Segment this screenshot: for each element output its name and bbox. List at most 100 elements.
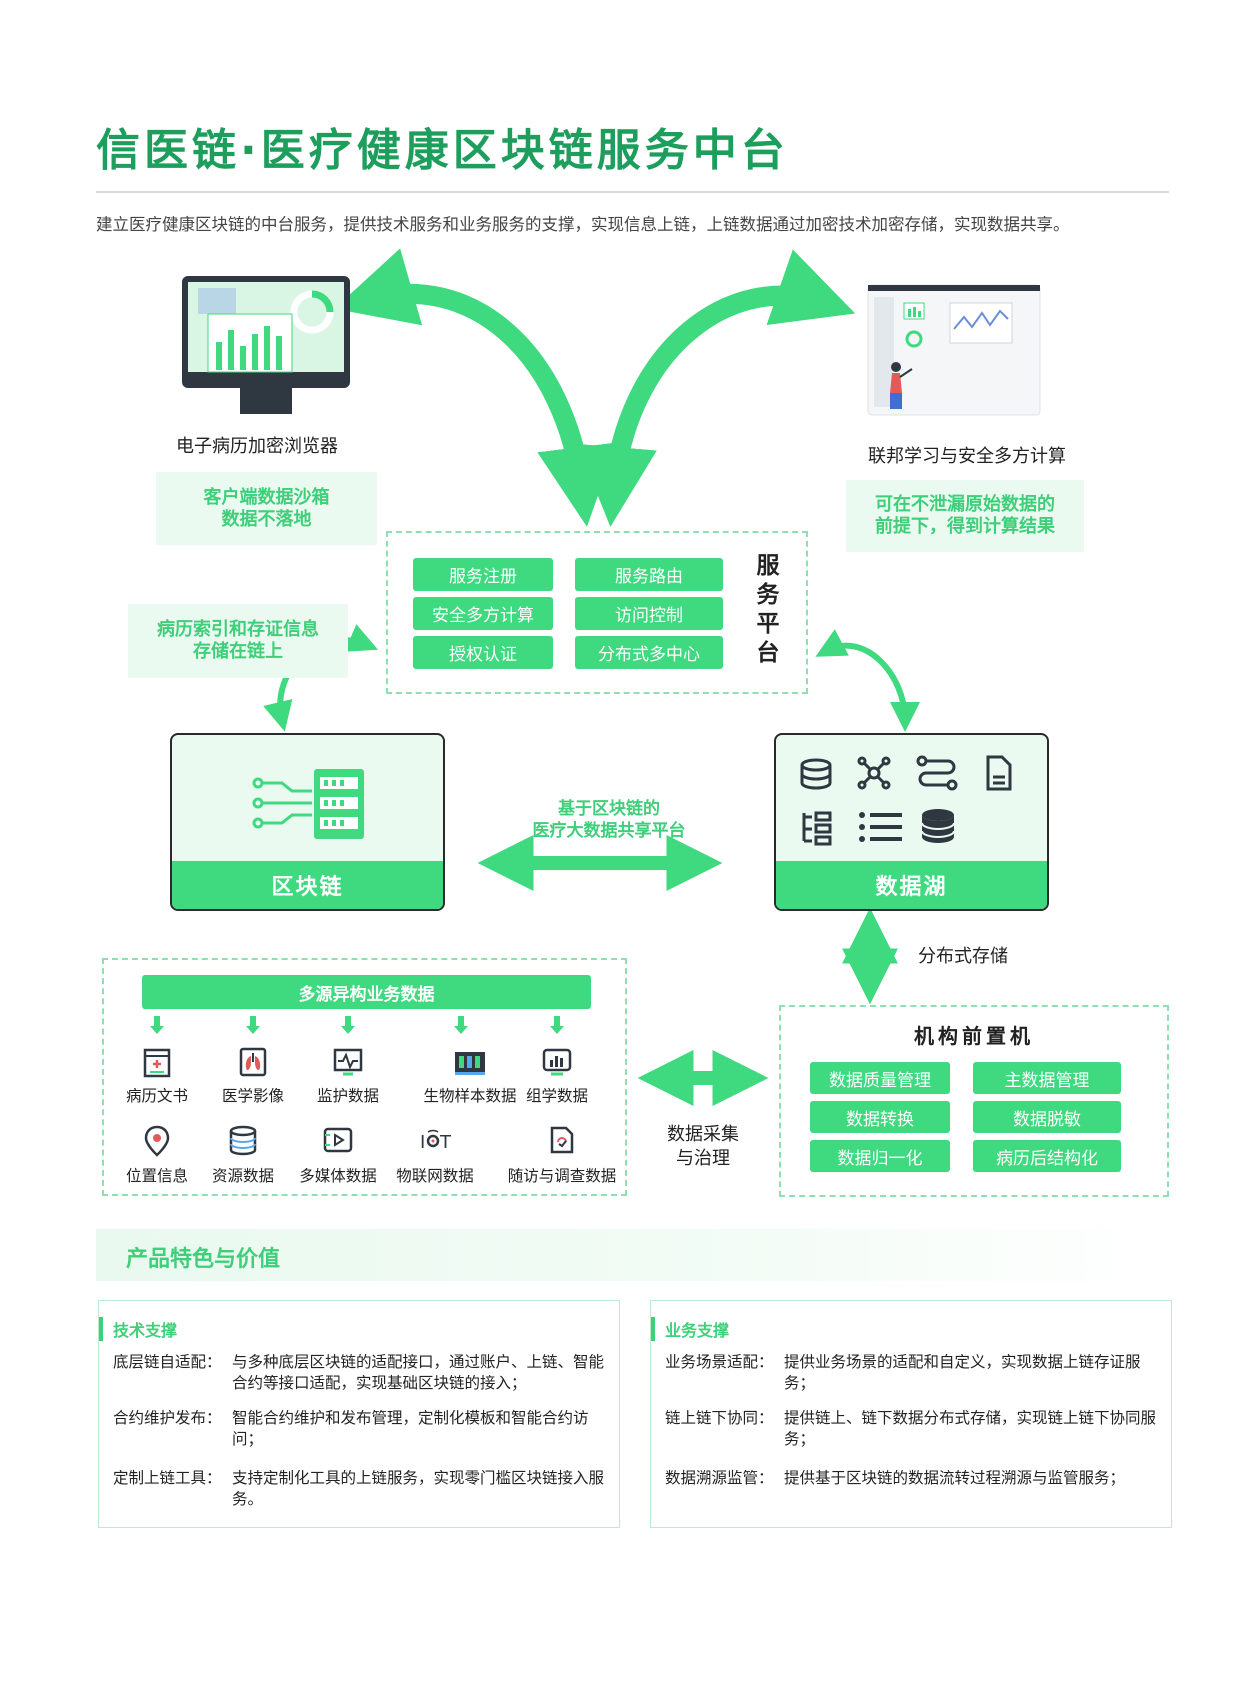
biz-row-value: 提供基于区块链的数据流转过程溯源与监管服务； <box>784 1469 1126 1487</box>
sharing-platform-label: 基于区块链的 医疗大数据共享平台 <box>504 798 714 842</box>
page-subtitle: 建立医疗健康区块链的中台服务，提供技术服务和业务服务的支撑，实现信息上链，上链数… <box>96 215 1070 234</box>
service-platform-title: 服 务 平 台 <box>752 552 784 668</box>
business-support-header: 业务支撑 <box>651 1317 729 1341</box>
source-label: 组学数据 <box>525 1087 588 1105</box>
tree-list-icon <box>802 811 832 846</box>
platform-title-char: 平 <box>756 611 780 637</box>
tech-row-value: 支持定制化工具的上链服务，实现零门槛区块链接入服务。 <box>232 1469 605 1508</box>
source-label: 病历文书 <box>125 1087 188 1105</box>
source-label: 随访与调查数据 <box>507 1167 617 1185</box>
biz-row-value: 提供链上、链下数据分布式存储，实现链上链下协同服务； <box>784 1409 1157 1448</box>
chain-note: 病历索引和存证信息 存储在链上 <box>128 604 348 678</box>
service-item[interactable]: 授权认证 <box>413 636 553 669</box>
frontend-item[interactable]: 病历后结构化 <box>973 1140 1121 1172</box>
frontend-item[interactable]: 主数据管理 <box>973 1062 1121 1094</box>
tech-row-value: 智能合约维护和发布管理，定制化模板和智能合约访问； <box>232 1409 589 1448</box>
database-icon <box>800 758 832 790</box>
sample-tubes-icon <box>455 1052 485 1075</box>
document-icon <box>986 755 1012 791</box>
presentation-board-illustration <box>867 284 1041 416</box>
multi-source-header: 多源异构业务数据 <box>142 975 591 1009</box>
platform-title-char: 台 <box>756 640 780 666</box>
frontend-item[interactable]: 数据质量管理 <box>810 1062 950 1094</box>
service-item[interactable]: 安全多方计算 <box>413 597 553 630</box>
frontend-title: 机构前置机 <box>914 1024 1034 1048</box>
medical-record-icon <box>143 1048 171 1078</box>
tech-support-header: 技术支撑 <box>99 1317 177 1341</box>
federated-note-line1: 可在不泄漏原始数据的 <box>875 494 1055 515</box>
bullet-list-icon <box>859 812 902 842</box>
source-label: 资源数据 <box>211 1167 274 1185</box>
bar-chart-icon <box>542 1048 572 1076</box>
datalake-box: 数据湖 <box>774 733 1049 911</box>
svg-text:T: T <box>439 1132 452 1153</box>
source-label: 医学影像 <box>221 1087 284 1105</box>
frontend-item[interactable]: 数据转换 <box>810 1101 950 1133</box>
biz-row-key: 业务场景适配： <box>665 1353 774 1371</box>
source-item: 位置信息 <box>102 1124 212 1186</box>
service-item[interactable]: 服务路由 <box>575 558 723 591</box>
datalake-label: 数据湖 <box>776 861 1047 909</box>
source-item: 监护数据 <box>293 1046 403 1106</box>
blockchain-label: 区块链 <box>172 861 443 909</box>
browser-note-line1: 客户端数据沙箱 <box>203 486 330 508</box>
service-platform <box>386 531 808 694</box>
browser-note-line2: 数据不落地 <box>221 508 312 530</box>
source-item: 组学数据 <box>502 1046 612 1106</box>
sharing-line2: 医疗大数据共享平台 <box>532 821 686 841</box>
source-item: 资源数据 <box>188 1124 298 1186</box>
service-item[interactable]: 服务注册 <box>413 558 553 591</box>
source-item: 病历文书 <box>102 1046 212 1106</box>
tech-row-key: 合约维护发布： <box>113 1409 222 1427</box>
federated-label: 联邦学习与安全多方计算 <box>868 446 1066 467</box>
federated-note: 可在不泄漏原始数据的 前提下，得到计算结果 <box>846 480 1084 552</box>
location-pin-icon <box>144 1125 170 1157</box>
tech-support-panel: 技术支撑 底层链自适配： 与多种底层区块链的适配接口，通过账户、上链、智能合约等… <box>98 1300 620 1528</box>
source-label: 物联网数据 <box>396 1167 474 1185</box>
source-item: 随访与调查数据 <box>497 1124 627 1186</box>
platform-title-char: 务 <box>756 582 780 608</box>
video-play-icon <box>323 1127 353 1153</box>
database-stack-icon <box>229 1125 257 1156</box>
frontend-item[interactable]: 数据脱敏 <box>973 1101 1121 1133</box>
source-item: 生物样本数据 <box>405 1046 535 1106</box>
source-label: 位置信息 <box>125 1167 188 1185</box>
browser-to-platform-arrow <box>334 248 617 527</box>
tech-row-key: 定制上链工具： <box>113 1469 222 1487</box>
biz-row-value: 提供业务场景的适配和自定义，实现数据上链存证服务； <box>784 1353 1141 1392</box>
blockchain-box: 区块链 <box>170 733 445 911</box>
collect-govern-label: 数据采集 与治理 <box>663 1123 743 1171</box>
datalake-icons <box>800 755 1012 846</box>
service-item[interactable]: 访问控制 <box>575 597 723 630</box>
service-item[interactable]: 分布式多中心 <box>575 636 723 669</box>
platform-title-char: 服 <box>756 553 780 579</box>
source-label: 多媒体数据 <box>299 1167 377 1185</box>
federated-to-platform-arrow <box>577 249 856 527</box>
sharing-line1: 基于区块链的 <box>558 799 660 819</box>
platform-to-datalake-arrow <box>815 629 920 732</box>
browser-label: 电子病历加密浏览器 <box>176 436 338 457</box>
flow-icon <box>916 755 958 791</box>
survey-document-icon <box>550 1126 574 1154</box>
frontend-item[interactable]: 数据归一化 <box>810 1140 950 1172</box>
storage-label: 分布式存储 <box>918 946 1008 967</box>
federated-note-line2: 前提下，得到计算结果 <box>875 516 1055 537</box>
source-label: 生物样本数据 <box>423 1087 517 1105</box>
network-icon <box>857 756 891 790</box>
features-title: 产品特色与价值 <box>126 1247 281 1272</box>
multi-source-panel <box>102 958 627 1196</box>
tech-row-value: 与多种底层区块链的适配接口，通过账户、上链、智能合约等接口适配，实现基础区块链的… <box>232 1353 605 1392</box>
source-down-arrows <box>150 1016 564 1034</box>
source-item: 多媒体数据 <box>283 1124 393 1186</box>
source-label: 监护数据 <box>316 1087 379 1105</box>
collect-line2: 与治理 <box>676 1148 730 1169</box>
svg-text:I: I <box>420 1132 425 1153</box>
chain-note-line1: 病历索引和存证信息 <box>157 619 319 640</box>
features-section-header: 产品特色与价值 <box>96 1229 1169 1281</box>
biz-row-key: 数据溯源监管： <box>665 1469 774 1487</box>
business-support-panel: 业务支撑 业务场景适配： 提供业务场景的适配和自定义，实现数据上链存证服务； 链… <box>650 1300 1172 1528</box>
tech-row-key: 底层链自适配： <box>113 1353 222 1371</box>
source-item: 医学影像 <box>198 1046 308 1106</box>
